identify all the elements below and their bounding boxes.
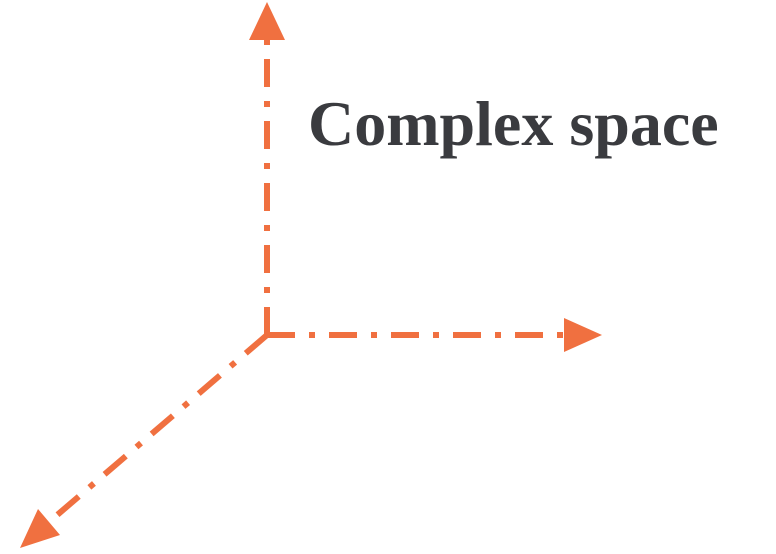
diagonal-axis-arrowhead [20, 509, 60, 548]
horizontal-axis [267, 318, 602, 352]
diagram-title: Complex space [308, 88, 719, 159]
diagonal-axis-line [47, 332, 269, 525]
diagonal-axis [20, 332, 269, 548]
vertical-axis [249, 2, 285, 335]
horizontal-axis-arrowhead [564, 318, 602, 352]
vertical-axis-arrowhead [249, 2, 285, 40]
